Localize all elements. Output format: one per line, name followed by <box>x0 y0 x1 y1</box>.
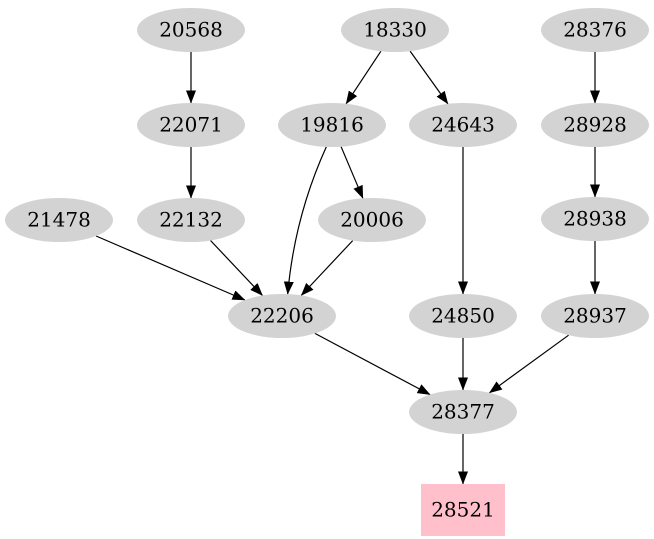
node-24850-label: 24850 <box>431 304 495 328</box>
node-28376-ellipse <box>541 8 649 52</box>
node-28376: 28376 <box>541 8 649 52</box>
edge-22132-22206 <box>210 240 263 296</box>
node-28377-label: 28377 <box>431 400 495 424</box>
edge-18330-24643 <box>409 50 449 105</box>
node-28928-ellipse <box>541 103 649 147</box>
edge-19816-22206 <box>283 146 327 295</box>
node-28521-label: 28521 <box>431 498 495 522</box>
node-22071-ellipse <box>137 103 245 147</box>
node-24850-ellipse <box>409 294 517 338</box>
node-28937-ellipse <box>541 294 649 338</box>
node-20568-ellipse <box>137 8 245 52</box>
edge-28937-28377 <box>488 334 569 394</box>
node-20568: 20568 <box>137 8 245 52</box>
node-28928-label: 28928 <box>563 113 627 137</box>
node-28938-label: 28938 <box>563 207 627 231</box>
node-21478-ellipse <box>5 198 113 242</box>
node-28521: 28521 <box>421 484 505 536</box>
node-28377-ellipse <box>409 390 517 434</box>
node-20006: 20006 <box>318 198 426 242</box>
node-24643-ellipse <box>409 103 517 147</box>
node-28938-ellipse <box>541 197 649 241</box>
node-19816-label: 19816 <box>300 113 364 137</box>
node-28377: 28377 <box>409 390 517 434</box>
node-22071: 22071 <box>137 103 245 147</box>
node-18330: 18330 <box>341 8 449 52</box>
node-19816: 19816 <box>278 103 386 147</box>
node-22206-label: 22206 <box>250 304 314 328</box>
node-20006-ellipse <box>318 198 426 242</box>
node-18330-label: 18330 <box>363 18 427 42</box>
node-28928: 28928 <box>541 103 649 147</box>
node-19816-ellipse <box>278 103 386 147</box>
node-20006-label: 20006 <box>340 208 404 232</box>
edge-22206-28377 <box>314 332 431 396</box>
node-28938: 28938 <box>541 197 649 241</box>
node-22132-ellipse <box>137 198 245 242</box>
node-22206: 22206 <box>228 294 336 338</box>
node-22206-ellipse <box>228 294 336 338</box>
node-28937-label: 28937 <box>563 304 627 328</box>
node-20568-label: 20568 <box>159 18 223 42</box>
node-28521-box <box>421 484 505 536</box>
node-24850: 24850 <box>409 294 517 338</box>
node-18330-ellipse <box>341 8 449 52</box>
node-28376-label: 28376 <box>563 18 627 42</box>
edge-18330-19816 <box>345 50 382 105</box>
node-22132: 22132 <box>137 198 245 242</box>
edge-21478-22206 <box>95 235 246 301</box>
node-22071-label: 22071 <box>159 113 223 137</box>
edge-19816-20006 <box>340 146 364 199</box>
node-21478: 21478 <box>5 198 113 242</box>
node-21478-label: 21478 <box>27 208 91 232</box>
edge-20006-22206 <box>300 240 354 296</box>
node-24643: 24643 <box>409 103 517 147</box>
node-24643-label: 24643 <box>431 113 495 137</box>
node-28937: 28937 <box>541 294 649 338</box>
node-22132-label: 22132 <box>159 208 223 232</box>
